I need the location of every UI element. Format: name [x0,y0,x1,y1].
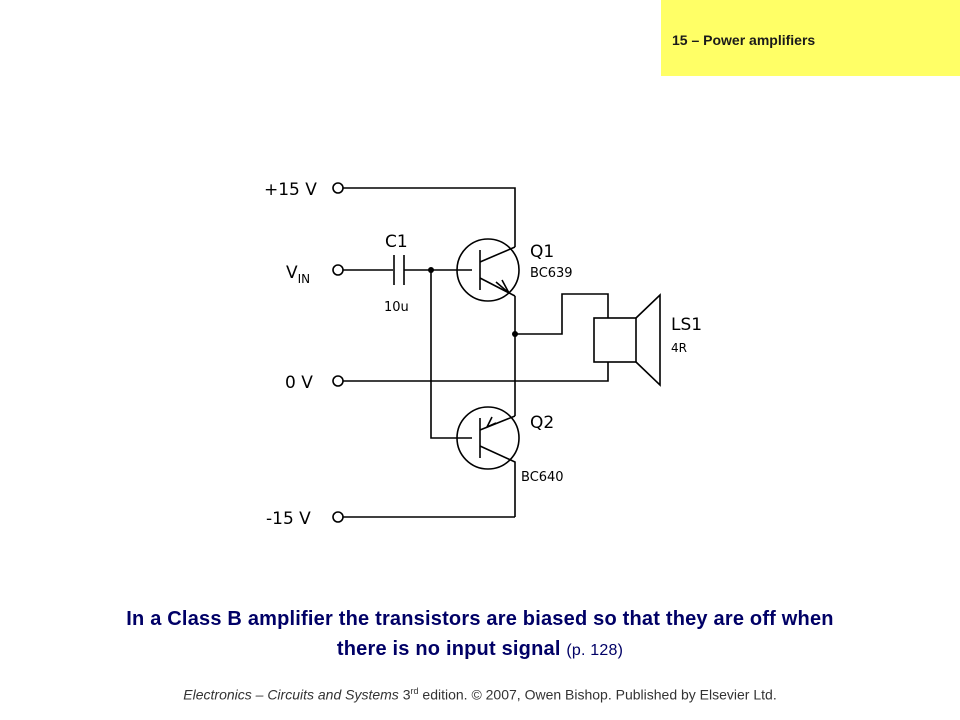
terminal-minus15 [332,511,344,523]
chapter-tab: 15 – Power amplifiers [661,0,960,76]
footer: Electronics – Circuits and Systems 3rd e… [0,686,960,703]
caption-page-ref: (p. 128) [566,642,624,659]
label-q1-part: BC639 [530,266,573,281]
terminal-plus15 [332,182,344,194]
label-plus15: +15 V [264,180,317,200]
caption-line2-wrap: there is no input signal (p. 128) [20,634,940,666]
q1-collector [479,246,516,263]
label-ls1-value: 4R [671,341,687,355]
chapter-title: 15 – Power amplifiers [672,32,816,48]
label-q2: Q2 [530,413,554,433]
label-zero: 0 V [285,373,313,393]
footer-rest: edition. © 2007, Owen Bishop. Published … [418,686,777,703]
footer-book-title: Electronics – Circuits and Systems [183,686,399,703]
q1-body [456,238,520,302]
caption: In a Class B amplifier the transistors a… [20,604,940,666]
terminal-zero [332,375,344,387]
wire-base-link [430,270,472,439]
terminal-vin [332,264,344,276]
q1-emitter [479,277,516,297]
label-q2-part: BC640 [521,470,564,485]
q2-emitter [479,415,516,431]
footer-edition-num: 3 [398,686,411,703]
label-c1: C1 [385,232,408,252]
caption-line1: In a Class B amplifier the transistors a… [126,608,834,630]
label-vin-sub: IN [298,272,311,286]
q2-arrow [485,416,497,429]
q2-collector [479,445,516,517]
label-q1: Q1 [530,242,554,262]
label-c1-value: 10u [384,300,409,315]
caption-line2: there is no input signal [336,638,561,660]
q1-arrow [495,279,510,294]
label-vin-main: V [286,263,298,283]
wire-output [515,293,609,335]
q2-body [456,406,520,470]
junction-base [428,267,434,273]
label-minus15: -15 V [266,509,311,529]
wire-plus15 [343,187,516,247]
wire-zero [343,362,609,382]
label-vin: VIN [286,263,310,286]
label-ls1: LS1 [671,315,702,335]
speaker-cone [635,293,661,387]
speaker-magnet [593,317,637,363]
footer-edition-sup: rd [410,686,419,696]
junction-output [512,331,518,337]
